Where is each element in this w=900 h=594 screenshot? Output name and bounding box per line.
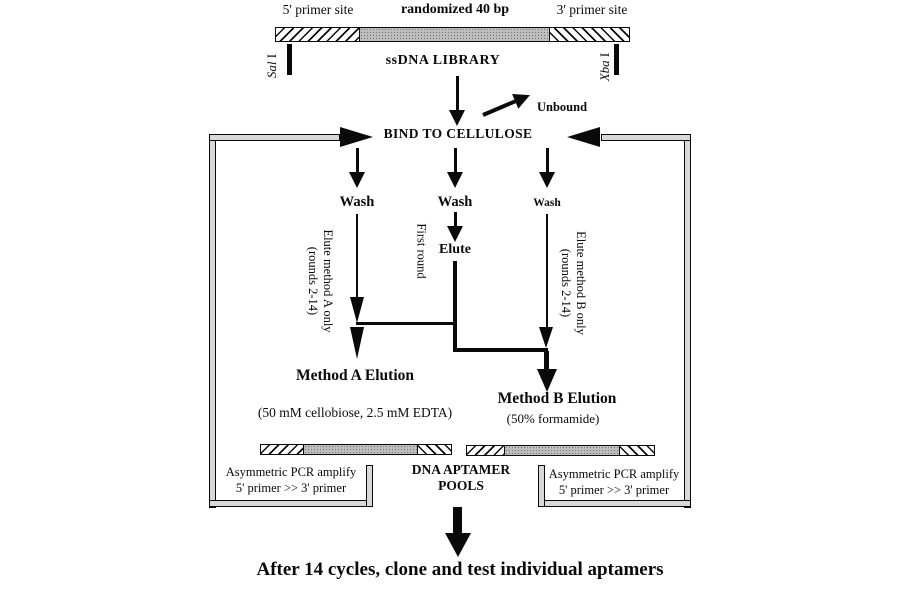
unbound-arrow <box>480 87 534 122</box>
pool-b-3prime-segment <box>620 446 654 455</box>
elute-label: Elute <box>439 242 471 257</box>
junction-horizontal-a <box>356 321 457 325</box>
method-b-side-note: Elute method B only (rounds 2-14) <box>558 231 588 335</box>
final-arrowhead <box>444 533 471 557</box>
pool-a-bar <box>260 444 452 455</box>
loop-left-horizontal <box>209 134 340 141</box>
sal1-label-italic: Sal <box>264 61 279 79</box>
final-caption: After 14 cycles, clone and test individu… <box>256 559 664 580</box>
pool-a-random-segment <box>303 445 418 454</box>
loop-left-arrowhead <box>340 127 373 147</box>
method-b-down-arrowhead <box>536 369 557 392</box>
bind-to-cellulose-label: BIND TO CELLULOSE <box>383 126 533 141</box>
wash-b-line <box>545 214 549 327</box>
pools-line2: POOLS <box>438 478 484 493</box>
pool-a-3prime-segment <box>418 445 451 454</box>
unbound-arrow-shaft <box>482 99 517 117</box>
unbound-arrowhead <box>512 87 534 109</box>
xba1-label-italic: Xba <box>597 60 612 82</box>
pools-line1: DNA APTAMER <box>411 462 511 477</box>
loop-right-vertical <box>684 134 691 508</box>
pcr-right-line1: Asymmetric PCR amplify <box>548 467 680 481</box>
method-a-side-line2: (rounds 2-14) <box>306 246 320 316</box>
xba1-label-roman: I <box>597 52 612 61</box>
method-b-arrow-shaft <box>543 351 549 371</box>
ssdna-library-label: ssDNA LIBRARY <box>385 53 501 68</box>
method-a-down-arrowhead <box>349 327 364 359</box>
wash-b-arrowhead <box>539 172 555 188</box>
xba1-site-tick <box>614 44 619 75</box>
pcr-right-text: Asymmetric PCR amplify 5' primer >> 3' p… <box>549 466 680 498</box>
wash-first-arrowhead <box>447 172 463 188</box>
elute-arrowhead <box>447 226 463 242</box>
loop-right-arrowhead <box>567 127 600 147</box>
wash-a-arrow-shaft <box>355 148 359 172</box>
xba1-label: Xba I <box>597 53 613 82</box>
three-prime-site-label: 3' primer site <box>556 2 628 17</box>
pcr-left-line2: 5' primer >> 3' primer <box>235 481 347 495</box>
wash-b-junction-arrowhead <box>539 327 553 348</box>
final-arrow-shaft <box>452 507 462 535</box>
sal1-label: Sal I <box>264 54 280 78</box>
five-prime-site-label: 5' primer site <box>282 2 354 17</box>
wash-b-arrow-shaft <box>545 148 549 172</box>
pool-b-5prime-segment <box>467 446 504 455</box>
pool-b-random-segment <box>504 446 620 455</box>
dna-aptamer-pools-label: DNA APTAMER POOLS <box>412 462 510 494</box>
method-a-side-note: Elute method A only (rounds 2-14) <box>305 229 335 332</box>
elute-arrow-shaft <box>453 212 457 226</box>
three-prime-primer-segment <box>550 28 629 41</box>
loop-left-vertical <box>209 134 216 508</box>
pcr-right-line2: 5' primer >> 3' primer <box>558 483 670 497</box>
pcr-left-line1: Asymmetric PCR amplify <box>225 465 357 479</box>
pcr-left-box-bottom <box>209 500 373 507</box>
pool-b-bar <box>466 445 655 456</box>
method-b-side-line2: (rounds 2-14) <box>559 248 573 318</box>
wash-b-label: Wash <box>533 197 561 209</box>
pcr-right-box-bottom <box>538 500 691 507</box>
pcr-left-box-stub <box>366 465 373 507</box>
method-a-detail: (50 mM cellobiose, 2.5 mM EDTA) <box>257 405 453 420</box>
sal1-label-roman: I <box>264 53 279 62</box>
pool-a-5prime-segment <box>261 445 303 454</box>
method-a-title: Method A Elution <box>296 367 414 384</box>
wash-a-line <box>355 214 359 298</box>
elute-line <box>452 261 457 351</box>
wash-a-junction-arrowhead <box>349 297 364 323</box>
pcr-right-box-stub <box>538 465 545 507</box>
pcr-left-text: Asymmetric PCR amplify 5' primer >> 3' p… <box>226 464 357 496</box>
first-round-note: First round <box>414 223 429 279</box>
method-b-title: Method B Elution <box>497 390 617 407</box>
wash-first-arrow-shaft <box>453 148 457 172</box>
junction-horizontal-b <box>452 347 548 352</box>
method-b-side-line1: Elute method B only <box>574 231 588 335</box>
wash-a-arrowhead <box>349 172 365 188</box>
method-a-side-line1: Elute method A only <box>321 229 335 333</box>
method-b-detail: (50% formamide) <box>506 411 600 426</box>
library-to-bind-arrowhead <box>449 110 465 126</box>
wash-a-label: Wash <box>339 194 375 210</box>
library-to-bind-arrow-shaft <box>455 76 459 110</box>
unbound-label: Unbound <box>537 100 588 114</box>
randomized-segment <box>359 28 550 41</box>
sal1-site-tick <box>287 44 292 75</box>
loop-right-horizontal <box>601 134 691 141</box>
ssdna-library-bar <box>275 27 630 42</box>
five-prime-primer-segment <box>276 28 359 41</box>
wash-first-label: Wash <box>437 194 473 210</box>
randomized-region-label: randomized 40 bp <box>400 2 510 17</box>
